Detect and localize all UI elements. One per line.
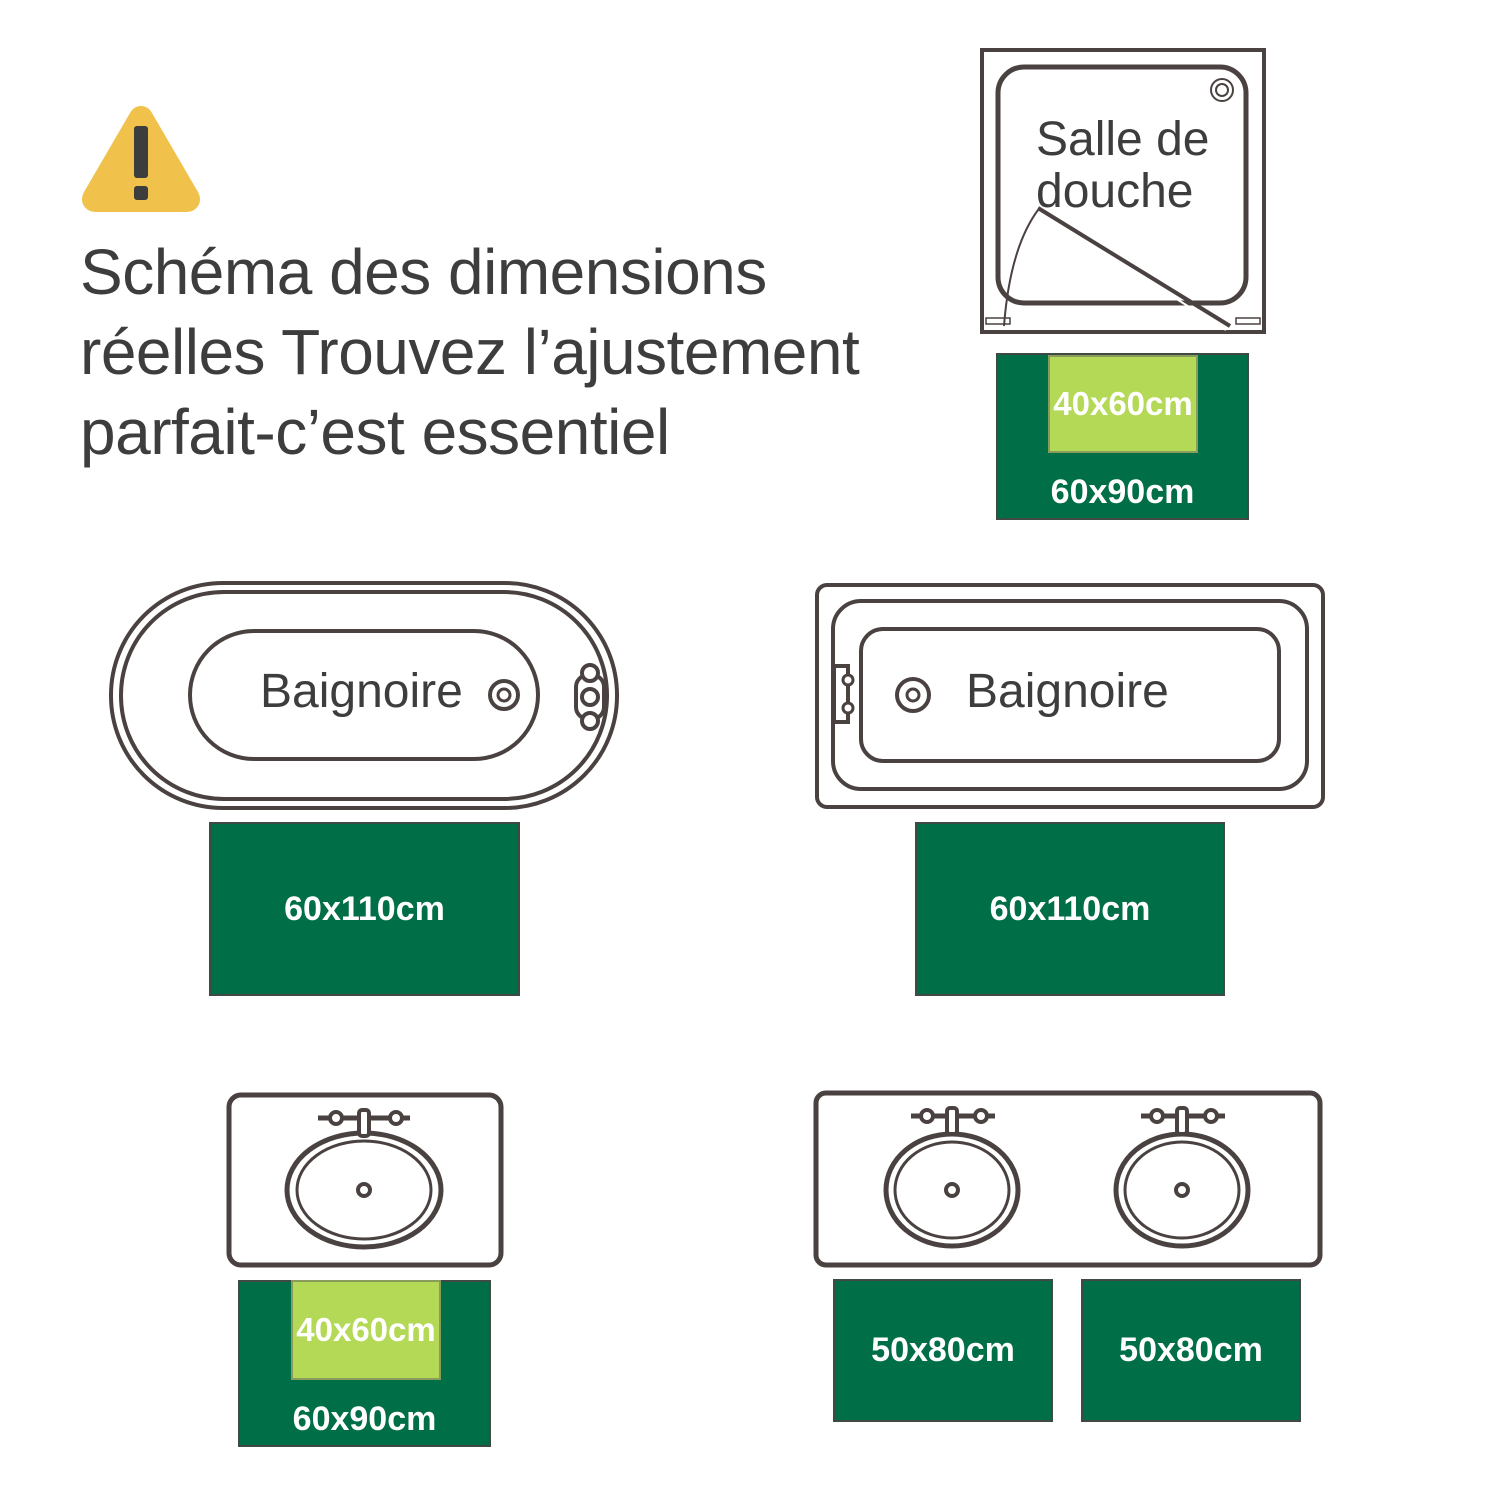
rectangular-bathtub-label: Baignoire xyxy=(966,665,1169,718)
single-sink-mat-outer-label: 60x90cm xyxy=(292,1400,437,1438)
heading-line-2: réelles Trouvez l’ajustement xyxy=(80,316,860,388)
double-sink-mat-left-label: 50x80cm xyxy=(871,1331,1015,1369)
double-sink-mat-left: 50x80cm xyxy=(833,1279,1053,1422)
shower-label-line-2: douche xyxy=(1036,165,1194,218)
shower-mat-outer-label: 60x90cm xyxy=(1050,473,1195,511)
page-heading: Schéma des dimensions réelles Trouvez l’… xyxy=(80,232,980,472)
rectangular-bathtub-illustration xyxy=(815,583,1325,809)
shower-label-line-1: Salle de xyxy=(1036,113,1210,166)
heading-line-1: Schéma des dimensions xyxy=(80,236,767,308)
oval-bathtub-label: Baignoire xyxy=(260,665,463,718)
shower-mat-inner-label: 40x60cm xyxy=(1053,385,1193,422)
single-sink-mat-inner: 40x60cm xyxy=(291,1280,441,1380)
shower-illustration xyxy=(980,48,1266,334)
heading-line-3: parfait-c’est essentiel xyxy=(80,396,670,468)
double-sink-illustration xyxy=(813,1090,1323,1268)
oval-bathtub-mat: 60x110cm xyxy=(209,822,520,996)
double-sink-mat-right-label: 50x80cm xyxy=(1119,1331,1263,1369)
double-sink-basin-left xyxy=(883,1106,1021,1249)
single-sink-mat-inner-label: 40x60cm xyxy=(296,1311,436,1348)
shower-mat-inner: 40x60cm xyxy=(1048,355,1198,453)
oval-bathtub-mat-label: 60x110cm xyxy=(284,889,445,928)
shower-label: Salle de douche xyxy=(1036,114,1209,218)
single-sink-illustration xyxy=(226,1092,504,1268)
oval-bathtub-illustration xyxy=(109,581,619,810)
double-sink-mat-right: 50x80cm xyxy=(1081,1279,1301,1422)
double-sink-basin-right xyxy=(1113,1106,1251,1249)
rectangular-bathtub-mat-label: 60x110cm xyxy=(989,889,1151,928)
rectangular-bathtub-mat: 60x110cm xyxy=(915,822,1225,996)
warning-icon xyxy=(82,106,200,212)
